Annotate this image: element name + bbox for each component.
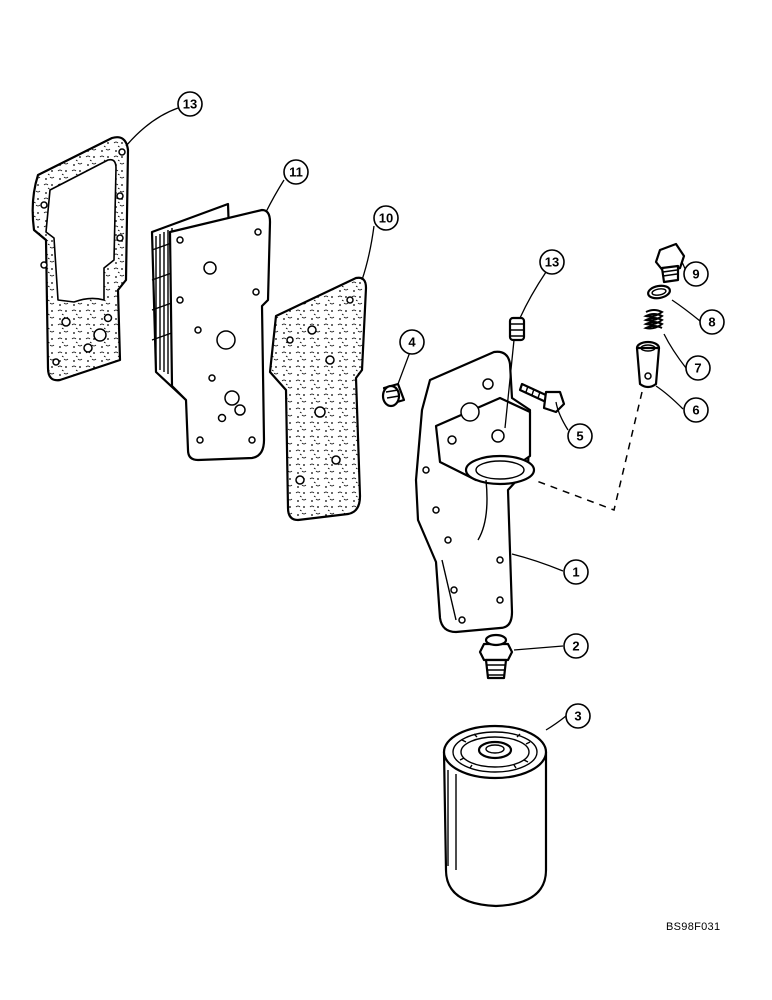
callout-7: 7 xyxy=(685,355,711,381)
callout-13: 13 xyxy=(539,249,565,275)
svg-text:1: 1 xyxy=(572,565,579,580)
part-13-fitting xyxy=(508,316,526,342)
part-8-o-ring xyxy=(647,284,671,300)
callout-11: 11 xyxy=(283,159,309,185)
svg-text:4: 4 xyxy=(408,335,416,350)
figure-reference: BS98F031 xyxy=(666,921,720,933)
callout-6: 6 xyxy=(683,397,709,423)
callout-5: 5 xyxy=(567,423,593,449)
svg-text:5: 5 xyxy=(576,429,583,444)
part-1-filter-head xyxy=(414,350,536,634)
callout-12: 13 xyxy=(177,91,203,117)
part-5-bolt xyxy=(518,382,566,414)
svg-text:3: 3 xyxy=(574,709,581,724)
callout-1: 1 xyxy=(563,559,589,585)
svg-text:10: 10 xyxy=(379,211,393,226)
svg-text:8: 8 xyxy=(708,315,715,330)
svg-text:11: 11 xyxy=(289,165,303,180)
callout-4: 4 xyxy=(399,329,425,355)
assembly-path xyxy=(533,391,643,512)
callout-2: 2 xyxy=(563,633,589,659)
svg-text:6: 6 xyxy=(692,403,699,418)
leader-lines xyxy=(125,107,701,731)
callout-10: 10 xyxy=(373,205,399,231)
svg-text:2: 2 xyxy=(572,639,579,654)
svg-text:7: 7 xyxy=(694,361,701,376)
part-6-valve xyxy=(635,340,661,389)
svg-text:13: 13 xyxy=(183,97,197,112)
part-10-gasket xyxy=(268,276,368,522)
part-11-oil-cooler xyxy=(150,202,272,462)
part-7-spring xyxy=(643,309,664,330)
callout-8: 8 xyxy=(699,309,725,335)
part-9-plug xyxy=(654,242,686,284)
part-3-oil-filter xyxy=(442,724,548,908)
svg-text:9: 9 xyxy=(692,267,699,282)
part-12-gasket xyxy=(31,136,130,382)
callout-3: 3 xyxy=(565,703,591,729)
callout-9: 9 xyxy=(683,261,709,287)
part-2-nipple-fitting xyxy=(478,633,514,680)
svg-text:13: 13 xyxy=(545,255,559,270)
part-4-plug xyxy=(381,382,406,408)
